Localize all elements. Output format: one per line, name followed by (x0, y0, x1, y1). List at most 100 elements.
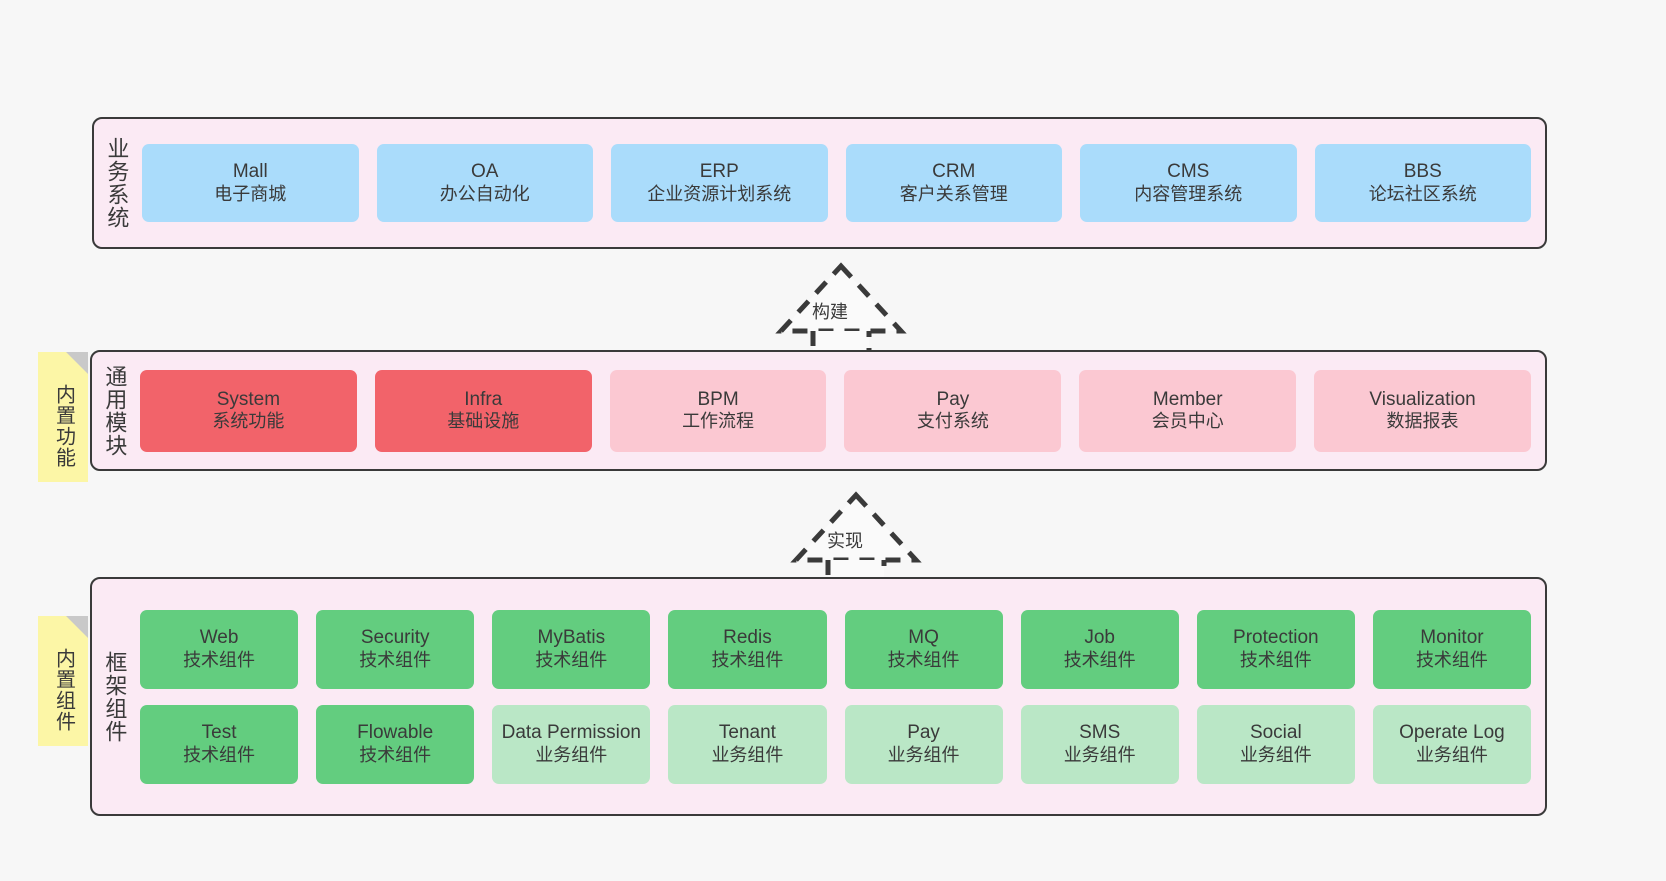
card-operate-log[interactable]: Operate Log 业务组件 (1372, 704, 1531, 784)
card-security-title: Security (360, 627, 430, 649)
card-redis-subtitle: 技术组件 (711, 649, 784, 670)
connector-build: 构建 (756, 258, 926, 358)
card-bbs-subtitle: 论坛社区系统 (1368, 183, 1477, 204)
card-mall[interactable]: Mall 电子商城 (142, 144, 359, 222)
card-visualization-subtitle: 数据报表 (1386, 411, 1459, 432)
card-bbs[interactable]: BBS 论坛社区系统 (1314, 144, 1531, 222)
card-data-permission-subtitle: 业务组件 (535, 744, 608, 765)
layer-framework-components-label: 框架组件 (102, 650, 128, 743)
card-bpm[interactable]: BPM 工作流程 (609, 369, 827, 452)
card-flowable-title: Flowable (357, 722, 434, 744)
card-social-title: Social (1249, 722, 1302, 744)
arrowhead-triangle (790, 491, 922, 563)
card-data-permission[interactable]: Data Permission 业务组件 (492, 704, 651, 784)
card-visualization-title: Visualization (1369, 388, 1476, 410)
card-system[interactable]: System 系统功能 (140, 369, 357, 452)
card-mq-title: MQ (908, 627, 939, 649)
arrowhead-triangle (775, 262, 907, 334)
card-pay-component-subtitle: 业务组件 (887, 744, 960, 765)
layer-common-modules: 通用模块 System 系统功能 Infra 基础设施 BPM 工作流程 Pay (90, 350, 1547, 471)
card-monitor-title: Monitor (1420, 627, 1484, 649)
card-security[interactable]: Security 技术组件 (316, 609, 475, 689)
layer-business-systems-label: 业务系统 (104, 137, 130, 229)
card-social[interactable]: Social 业务组件 (1196, 704, 1355, 784)
sticky-note-builtin-features: 内置功能 (38, 352, 88, 482)
sticky-fold-corner-icon (66, 352, 88, 374)
card-oa-title: OA (471, 161, 499, 183)
card-member[interactable]: Member 会员中心 (1079, 369, 1297, 452)
card-test-title: Test (201, 722, 237, 744)
layer-common-modules-label: 通用模块 (102, 364, 128, 457)
card-crm-title: CRM (932, 161, 976, 183)
layer-framework-components: 框架组件 Web 技术组件 Security 技术组件 MyBatis 技术组件… (90, 577, 1547, 816)
card-web-subtitle: 技术组件 (183, 649, 256, 670)
layer-business-systems: 业务系统 Mall 电子商城 OA 办公自动化 ERP 企业资源计划系统 CRM (92, 117, 1547, 249)
card-cms[interactable]: CMS 内容管理系统 (1080, 144, 1297, 222)
connector-build-label: 构建 (812, 302, 848, 322)
card-monitor[interactable]: Monitor 技术组件 (1372, 609, 1531, 689)
card-infra-subtitle: 基础设施 (447, 411, 520, 432)
card-member-subtitle: 会员中心 (1151, 411, 1224, 432)
card-mybatis[interactable]: MyBatis 技术组件 (492, 609, 651, 689)
sticky-note-builtin-features-label: 内置功能 (52, 384, 75, 468)
card-pay-module-title: Pay (936, 388, 970, 410)
card-operate-log-title: Operate Log (1399, 722, 1505, 744)
card-monitor-subtitle: 技术组件 (1415, 649, 1488, 670)
sticky-fold-corner-icon (66, 616, 88, 638)
card-tenant-title: Tenant (718, 722, 776, 744)
card-mall-title: Mall (232, 161, 268, 183)
card-redis[interactable]: Redis 技术组件 (668, 609, 827, 689)
card-pay-module[interactable]: Pay 支付系统 (844, 369, 1062, 452)
card-crm[interactable]: CRM 客户关系管理 (845, 144, 1062, 222)
card-pay-component-title: Pay (907, 722, 940, 744)
card-test-subtitle: 技术组件 (183, 744, 256, 765)
card-data-permission-title: Data Permission (501, 722, 641, 744)
card-redis-title: Redis (723, 627, 772, 649)
card-job-subtitle: 技术组件 (1063, 649, 1136, 670)
connector-implement: 实现 (771, 487, 941, 587)
card-test[interactable]: Test 技术组件 (140, 704, 299, 784)
card-infra-title: Infra (464, 388, 503, 410)
card-protection-title: Protection (1233, 627, 1319, 649)
card-protection-subtitle: 技术组件 (1239, 649, 1312, 670)
card-web-title: Web (199, 627, 239, 649)
card-mq-subtitle: 技术组件 (887, 649, 960, 670)
sticky-note-builtin-components-label: 内置组件 (52, 648, 75, 732)
card-system-title: System (216, 388, 281, 410)
card-social-subtitle: 业务组件 (1239, 744, 1312, 765)
framework-card-row-1: Web 技术组件 Security 技术组件 MyBatis 技术组件 Redi… (140, 609, 1531, 689)
card-pay-module-subtitle: 支付系统 (916, 411, 989, 432)
card-mq[interactable]: MQ 技术组件 (844, 609, 1003, 689)
card-operate-log-subtitle: 业务组件 (1415, 744, 1488, 765)
card-cms-subtitle: 内容管理系统 (1134, 183, 1243, 204)
card-pay-component[interactable]: Pay 业务组件 (844, 704, 1003, 784)
card-erp-subtitle: 企业资源计划系统 (647, 183, 792, 204)
card-mybatis-title: MyBatis (537, 627, 606, 649)
card-crm-subtitle: 客户关系管理 (899, 183, 1008, 204)
card-bpm-subtitle: 工作流程 (682, 411, 755, 432)
card-sms-title: SMS (1079, 722, 1121, 744)
card-sms[interactable]: SMS 业务组件 (1020, 704, 1179, 784)
card-job[interactable]: Job 技术组件 (1020, 609, 1179, 689)
card-oa[interactable]: OA 办公自动化 (376, 144, 593, 222)
card-visualization[interactable]: Visualization 数据报表 (1314, 369, 1531, 452)
layer-business-systems-body: Mall 电子商城 OA 办公自动化 ERP 企业资源计划系统 CRM 客户关系… (138, 119, 1545, 247)
card-tenant[interactable]: Tenant 业务组件 (668, 704, 827, 784)
layer-common-modules-body: System 系统功能 Infra 基础设施 BPM 工作流程 Pay 支付系统… (136, 352, 1545, 469)
card-erp[interactable]: ERP 企业资源计划系统 (611, 144, 828, 222)
card-oa-subtitle: 办公自动化 (439, 183, 530, 204)
card-bbs-title: BBS (1403, 161, 1442, 183)
card-flowable[interactable]: Flowable 技术组件 (316, 704, 475, 784)
card-mybatis-subtitle: 技术组件 (535, 649, 608, 670)
card-flowable-subtitle: 技术组件 (359, 744, 432, 765)
card-bpm-title: BPM (697, 388, 739, 410)
modules-card-row: System 系统功能 Infra 基础设施 BPM 工作流程 Pay 支付系统… (140, 369, 1531, 452)
card-system-subtitle: 系统功能 (212, 411, 285, 432)
card-web[interactable]: Web 技术组件 (140, 609, 299, 689)
card-infra[interactable]: Infra 基础设施 (374, 369, 592, 452)
card-tenant-subtitle: 业务组件 (711, 744, 784, 765)
connector-implement-label: 实现 (827, 531, 863, 551)
card-erp-title: ERP (699, 161, 739, 183)
layer-framework-components-body: Web 技术组件 Security 技术组件 MyBatis 技术组件 Redi… (136, 579, 1545, 814)
card-protection[interactable]: Protection 技术组件 (1196, 609, 1355, 689)
